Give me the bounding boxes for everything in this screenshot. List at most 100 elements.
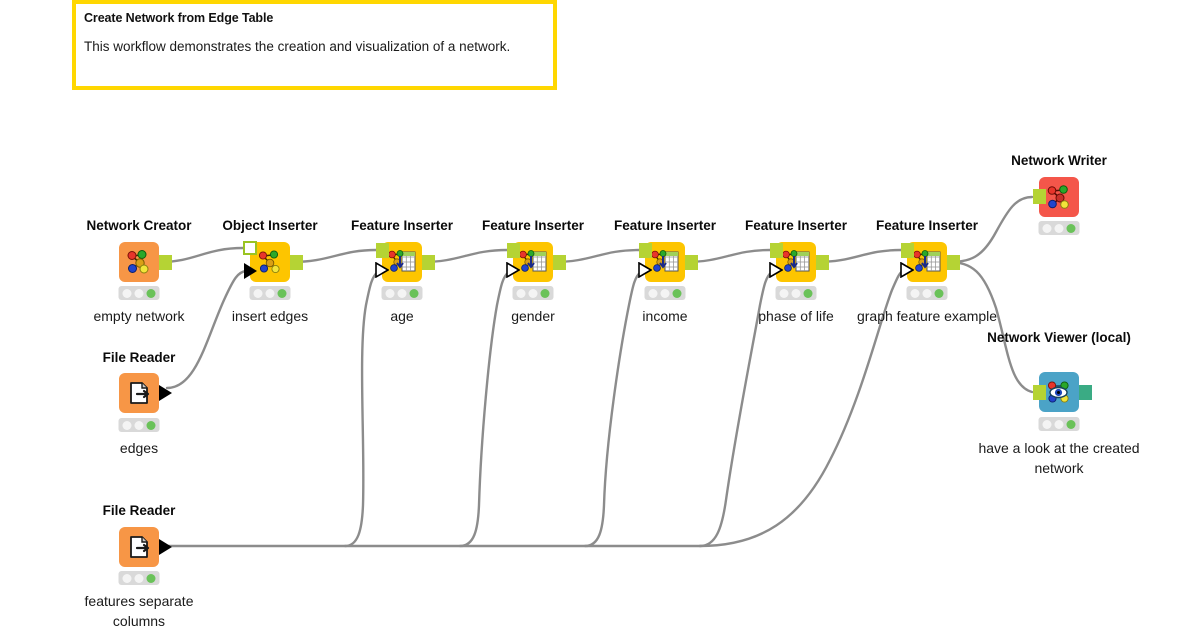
node-title: Network Viewer (local) — [987, 330, 1131, 345]
input-port-table[interactable] — [506, 262, 520, 278]
input-port-table[interactable] — [769, 262, 783, 278]
input-port-table[interactable] — [375, 262, 389, 278]
node-status-indicator — [381, 286, 423, 300]
node-label: have a look at the created network — [978, 440, 1140, 476]
feature-inserter-glyph — [913, 250, 941, 272]
feature-inserter-glyph — [388, 250, 416, 272]
status-lamp-idle — [122, 420, 132, 430]
output-port-table[interactable] — [159, 385, 172, 401]
node-title: Feature Inserter — [613, 218, 717, 233]
feature-inserter-icon[interactable] — [513, 242, 553, 282]
input-port-network[interactable] — [770, 243, 783, 258]
node-title: Feature Inserter — [744, 218, 848, 233]
node-title: Object Inserter — [222, 218, 318, 233]
status-lamp-queued — [528, 288, 538, 298]
input-port-object-unconnected[interactable] — [243, 241, 257, 255]
status-lamp-idle — [385, 288, 395, 298]
status-lamp-queued — [791, 288, 801, 298]
network-creator-icon[interactable] — [119, 242, 159, 282]
status-lamp-executed — [409, 288, 419, 298]
file-reader-icon[interactable] — [119, 527, 159, 567]
edge-features-to-age — [343, 270, 380, 548]
output-port-network[interactable] — [947, 255, 960, 270]
node-title: File Reader — [102, 503, 176, 518]
input-port-table[interactable] — [638, 262, 652, 278]
input-port-network[interactable] — [1033, 385, 1046, 400]
network-graph-glyph — [127, 250, 149, 274]
output-port-network[interactable] — [290, 255, 303, 270]
status-lamp-executed — [672, 288, 682, 298]
input-port-table[interactable] — [244, 263, 257, 279]
status-lamp-idle — [253, 288, 263, 298]
edge-graph-to-viewer — [946, 260, 1034, 394]
node-status-indicator — [118, 571, 160, 585]
node-status-indicator — [1038, 221, 1080, 235]
feature-inserter-glyph — [519, 250, 547, 272]
status-lamp-queued — [397, 288, 407, 298]
node-status-indicator — [249, 286, 291, 300]
node-label: phase of life — [758, 308, 834, 324]
output-port-network[interactable] — [159, 255, 172, 270]
note-title: Create Network from Edge Table — [84, 11, 274, 25]
edge-inserter-to-age — [290, 248, 378, 264]
status-lamp-queued — [660, 288, 670, 298]
node-status-indicator — [118, 286, 160, 300]
edge-features-to-gender — [458, 270, 511, 548]
network-viewer-icon[interactable] — [1039, 372, 1079, 412]
input-port-network[interactable] — [376, 243, 389, 258]
status-lamp-queued — [1054, 223, 1064, 233]
input-port-table[interactable] — [900, 262, 914, 278]
node-label: empty network — [93, 308, 185, 324]
status-lamp-idle — [1042, 419, 1052, 429]
edge-edges-to-inserter — [165, 269, 248, 390]
status-lamp-executed — [1066, 223, 1076, 233]
status-lamp-executed — [934, 288, 944, 298]
edge-creator-to-inserter — [158, 246, 245, 264]
node-label: features separate columns — [84, 593, 194, 629]
output-port-network[interactable] — [553, 255, 566, 270]
file-reader-icon[interactable] — [119, 373, 159, 413]
input-port-network[interactable] — [507, 243, 520, 258]
output-port-network[interactable] — [422, 255, 435, 270]
status-lamp-idle — [648, 288, 658, 298]
status-lamp-queued — [134, 420, 144, 430]
status-lamp-executed — [540, 288, 550, 298]
feature-inserter-icon[interactable] — [645, 242, 685, 282]
status-lamp-queued — [265, 288, 275, 298]
node-label: income — [642, 308, 688, 324]
node-status-indicator — [906, 286, 948, 300]
feature-inserter-glyph — [782, 250, 810, 272]
node-title: Feature Inserter — [481, 218, 585, 233]
node-status-indicator — [512, 286, 554, 300]
input-port-network[interactable] — [901, 243, 914, 258]
output-port-table[interactable] — [159, 539, 172, 555]
status-lamp-idle — [122, 573, 132, 583]
node-status-indicator — [644, 286, 686, 300]
node-label: insert edges — [231, 308, 309, 324]
node-status-indicator — [1038, 417, 1080, 431]
status-lamp-executed — [803, 288, 813, 298]
network-graph-glyph — [1047, 185, 1069, 209]
workflow-annotation-note[interactable]: Create Network from Edge Table This work… — [72, 0, 557, 90]
edge-age-to-gender — [421, 248, 509, 264]
status-lamp-idle — [910, 288, 920, 298]
output-port-image[interactable] — [1079, 385, 1092, 400]
status-lamp-queued — [134, 288, 144, 298]
edge-features-to-income — [583, 270, 643, 548]
node-label: edges — [119, 440, 159, 456]
object-inserter-glyph — [258, 250, 280, 274]
output-port-network[interactable] — [685, 255, 698, 270]
status-lamp-idle — [122, 288, 132, 298]
edge-income-to-phase — [684, 248, 772, 264]
input-port-network[interactable] — [1033, 189, 1046, 204]
status-lamp-idle — [516, 288, 526, 298]
feature-inserter-icon[interactable] — [776, 242, 816, 282]
edge-gender-to-income — [552, 248, 641, 264]
output-port-network[interactable] — [816, 255, 829, 270]
status-lamp-idle — [1042, 223, 1052, 233]
status-lamp-executed — [146, 420, 156, 430]
status-lamp-idle — [779, 288, 789, 298]
feature-inserter-glyph — [651, 250, 679, 272]
input-port-network[interactable] — [639, 243, 652, 258]
